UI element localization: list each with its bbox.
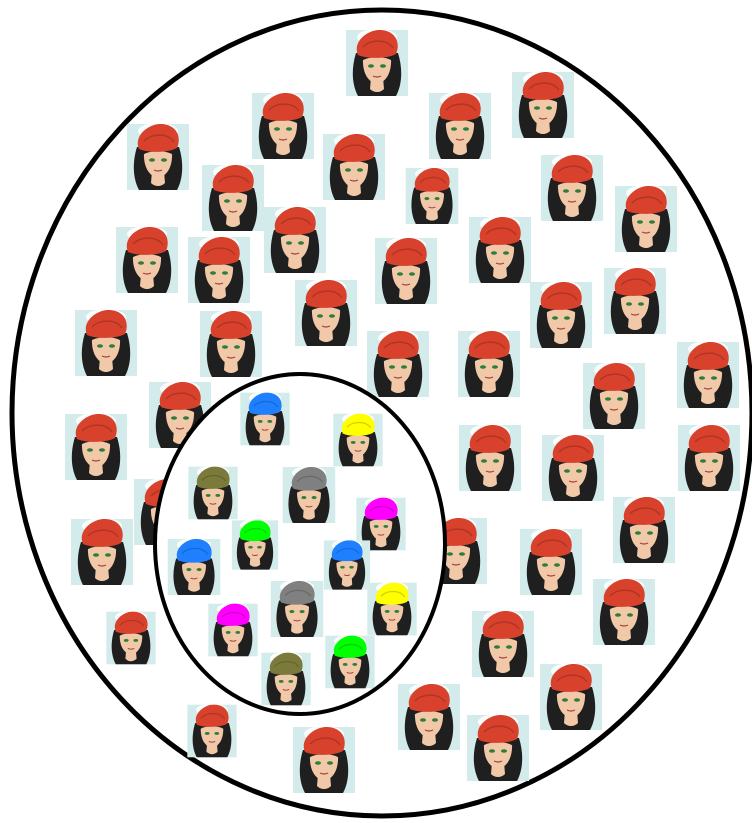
population-figures — [65, 29, 740, 793]
person-red-hat — [459, 424, 521, 491]
person-red-hat — [530, 281, 592, 348]
person-red-hat — [593, 578, 655, 645]
person-olive-hat — [188, 466, 238, 520]
person-red-hat — [187, 704, 237, 758]
person-red-hat — [469, 216, 531, 283]
person-red-hat — [678, 424, 740, 491]
person-red-hat — [202, 164, 264, 231]
person-red-hat — [540, 663, 602, 730]
person-red-hat — [458, 330, 520, 397]
person-green-hat — [232, 520, 279, 570]
person-red-hat — [520, 528, 582, 595]
person-red-hat — [677, 341, 739, 408]
person-gray-hat — [283, 466, 336, 523]
person-red-hat — [429, 92, 491, 159]
person-red-hat — [295, 279, 357, 346]
person-red-hat — [116, 226, 178, 293]
person-red-hat — [106, 611, 156, 665]
person-red-hat — [264, 206, 326, 273]
person-red-hat — [512, 71, 574, 138]
person-red-hat — [75, 309, 137, 376]
person-blue-hat — [324, 540, 371, 590]
person-red-hat — [613, 496, 675, 563]
person-red-hat — [200, 310, 262, 377]
person-red-hat — [188, 236, 250, 303]
person-red-hat — [398, 683, 460, 750]
person-red-hat — [346, 29, 408, 96]
person-red-hat — [472, 610, 534, 677]
person-red-hat — [367, 330, 429, 397]
person-red-hat — [323, 133, 385, 200]
person-blue-hat — [168, 538, 221, 595]
person-red-hat — [71, 518, 133, 585]
person-red-hat — [65, 413, 127, 480]
person-magenta-hat — [208, 603, 258, 657]
person-red-hat — [127, 123, 189, 190]
person-red-hat — [406, 167, 459, 224]
person-red-hat — [252, 92, 314, 159]
person-red-hat — [542, 434, 604, 501]
person-red-hat — [541, 154, 603, 221]
person-green-hat — [325, 635, 375, 689]
person-yellow-hat — [333, 413, 383, 467]
person-olive-hat — [261, 652, 311, 706]
person-red-hat — [604, 267, 666, 334]
person-red-hat — [615, 185, 677, 252]
person-yellow-hat — [367, 582, 417, 636]
person-red-hat — [467, 714, 529, 781]
person-red-hat — [375, 237, 437, 304]
person-gray-hat — [271, 580, 324, 637]
person-blue-hat — [240, 392, 290, 446]
person-red-hat — [583, 362, 645, 429]
person-red-hat — [293, 726, 355, 793]
